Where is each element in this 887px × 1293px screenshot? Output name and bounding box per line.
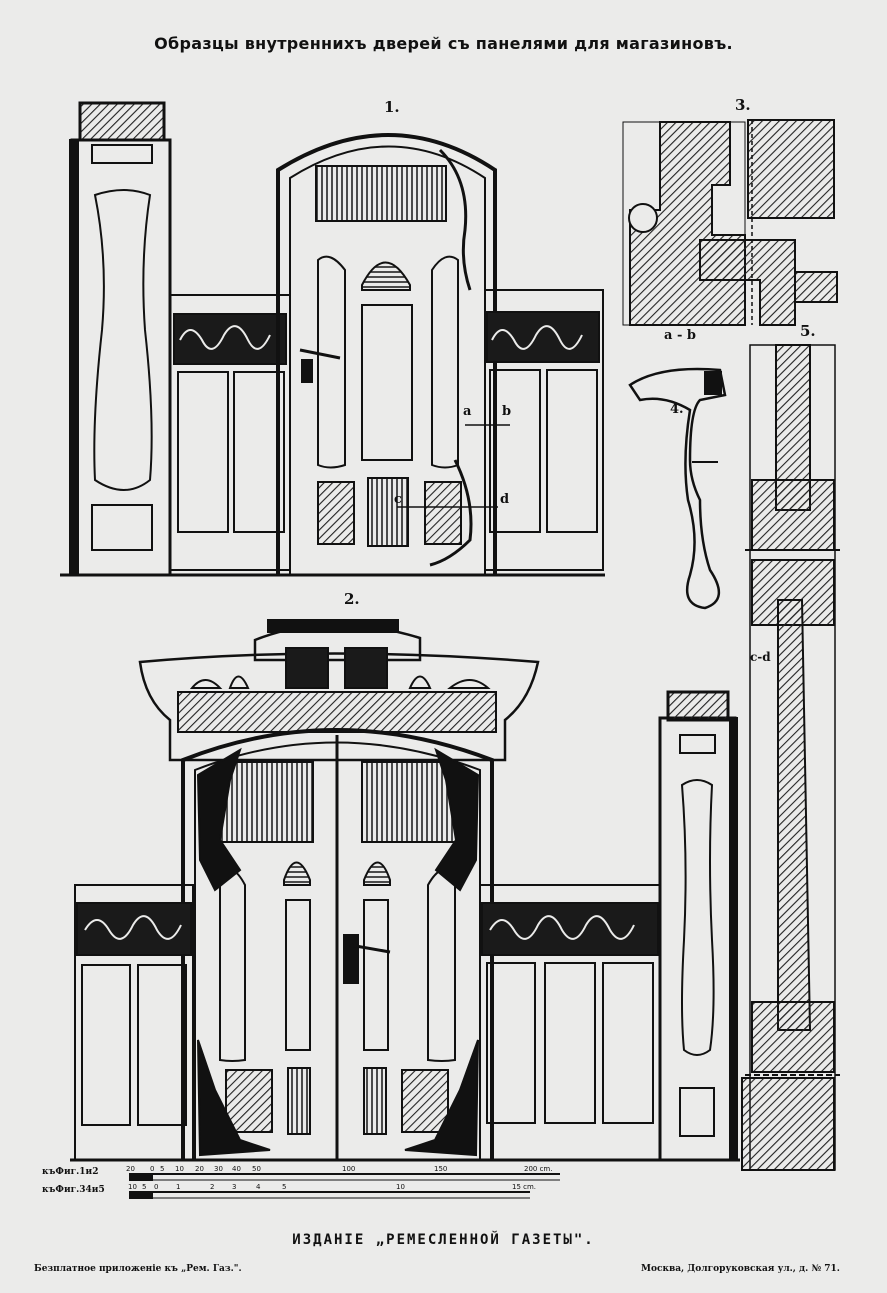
fig1-left-panels bbox=[169, 294, 291, 571]
scale-tick: 5 bbox=[160, 1165, 165, 1173]
scale-tick: 3 bbox=[232, 1183, 237, 1191]
figure-1-door bbox=[60, 101, 605, 577]
scale-label-fig-1-2: къФиг.1и2 bbox=[42, 1167, 99, 1177]
fig2-door-frame bbox=[181, 728, 494, 1160]
section-letter-a: a bbox=[463, 404, 472, 419]
footer-address: Москва, Долгоруковская ул., д. № 71. bbox=[641, 1264, 840, 1274]
section-label-a-b: a - b bbox=[664, 328, 696, 343]
scale-label-fig-3-4-5: къФиг.34и5 bbox=[42, 1185, 105, 1195]
figure-4-label: 4. bbox=[670, 402, 684, 417]
scale-tick: 0 bbox=[150, 1165, 155, 1173]
section-label-c-d: c-d bbox=[750, 650, 771, 664]
figure-2-label: 2. bbox=[344, 590, 360, 608]
fig2-crown bbox=[138, 619, 540, 762]
publisher-line: ИЗДАНІЕ „РЕМЕСЛЕННОЙ ГАЗЕТЫ". bbox=[292, 1232, 595, 1248]
fig1-right-panels bbox=[484, 289, 604, 571]
scale-tick: 100 bbox=[342, 1165, 356, 1173]
figure-3-section bbox=[622, 119, 838, 326]
scale-tick: 10 bbox=[175, 1165, 184, 1173]
scale-tick: 20 bbox=[126, 1165, 135, 1173]
section-letter-d: d bbox=[500, 492, 510, 507]
scale-tick: 150 bbox=[434, 1165, 448, 1173]
fig1-left-pilaster bbox=[69, 101, 172, 577]
scale-tick: 5 bbox=[282, 1183, 287, 1191]
scale-tick: 4 bbox=[256, 1183, 261, 1191]
scale-tick: 10 bbox=[396, 1183, 405, 1191]
scale-tick: 0 bbox=[154, 1183, 159, 1191]
figure-3-label: 3. bbox=[735, 96, 751, 114]
figure-1-label: 1. bbox=[384, 98, 400, 116]
scale-bars bbox=[129, 1173, 560, 1199]
section-letter-c: c bbox=[394, 492, 402, 507]
figure-5-label: 5. bbox=[800, 322, 816, 340]
scale-tick: 15 cm. bbox=[512, 1183, 537, 1191]
scale-tick: 2 bbox=[210, 1183, 215, 1191]
scale-tick: 200 cm. bbox=[524, 1165, 553, 1173]
figure-2-door bbox=[70, 619, 740, 1162]
scale-tick: 50 bbox=[252, 1165, 261, 1173]
footer-supplement-note: Безплатное приложеніе къ „Рем. Газ.". bbox=[34, 1264, 242, 1274]
figure-4-handle bbox=[628, 367, 727, 610]
scale-tick: 10 bbox=[128, 1183, 137, 1191]
scale-tick: 5 bbox=[142, 1183, 147, 1191]
page-title: Образцы внутреннихъ дверей съ панелями д… bbox=[154, 34, 733, 53]
section-letter-b: b bbox=[502, 404, 512, 419]
scale-tick: 40 bbox=[232, 1165, 241, 1173]
fig2-right-pilaster bbox=[658, 690, 738, 1162]
figure-5-section bbox=[741, 344, 840, 1171]
scale-tick: 30 bbox=[214, 1165, 223, 1173]
scale-tick: 20 bbox=[195, 1165, 204, 1173]
fig2-left-panels bbox=[74, 884, 194, 1161]
fig2-right-panels bbox=[479, 884, 661, 1161]
scale-tick: 1 bbox=[176, 1183, 181, 1191]
fig1-door-frame bbox=[276, 133, 497, 575]
